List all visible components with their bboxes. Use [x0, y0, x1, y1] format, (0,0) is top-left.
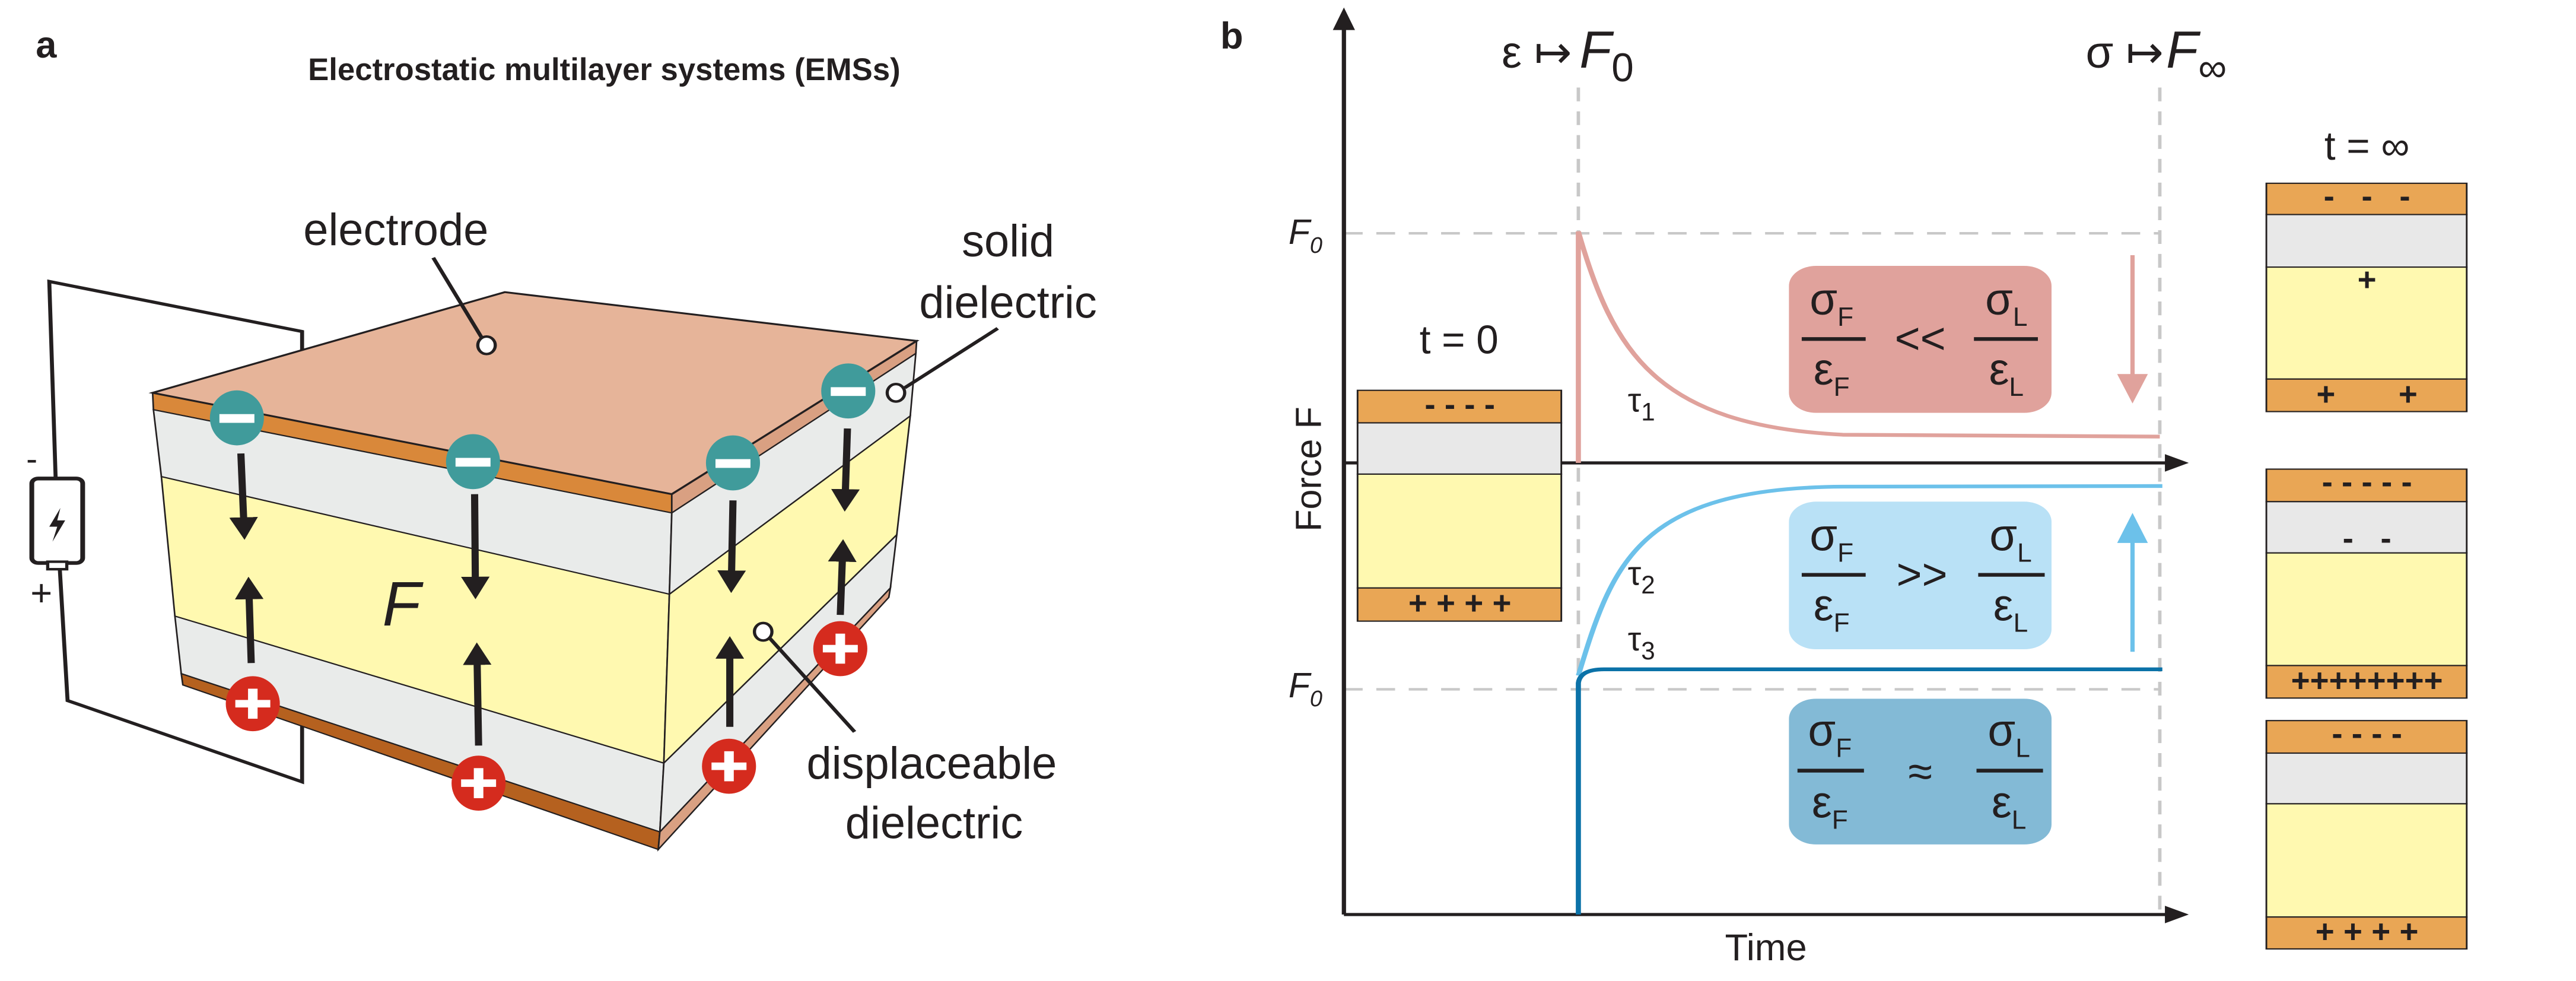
svg-text:+ + + +: + + + + [1408, 585, 1512, 621]
force-arrows [229, 428, 860, 746]
svg-text:σF: σF [1809, 274, 1853, 332]
svg-text:ε ↦F0: ε ↦F0 [1502, 20, 1634, 90]
increase-arrow [2117, 513, 2148, 652]
svg-text:- - - -: - - - - [2332, 715, 2402, 751]
svg-text:F0: F0 [1289, 212, 1322, 258]
displaceable-label-2: dielectric [845, 798, 1023, 848]
negative-charges [209, 363, 876, 491]
battery-minus: - [26, 440, 37, 478]
svg-text:σ ↦F∞: σ ↦F∞ [2085, 20, 2227, 90]
multilayer-block [148, 291, 920, 852]
svg-text:σL: σL [1989, 510, 2031, 568]
svg-text:+ +: + + [2316, 376, 2418, 412]
svg-text:εF: εF [1814, 580, 1850, 638]
strain-map-label: ε ↦F0 [1502, 20, 1634, 90]
solid-label-1: solid [962, 216, 1054, 266]
panel-b: b Force F Time F0 F0 ε ↦F0 σ ↦F∞ τ1 τ2 τ… [1220, 7, 2468, 969]
f0-tick-bottom: F0 [1289, 666, 1322, 712]
svg-text:σL: σL [1985, 274, 2027, 332]
curve-tau1 [1576, 231, 2160, 463]
axes [1332, 7, 2189, 923]
tinf-layer-stack-3: - - - - + + + + [2265, 715, 2468, 950]
t0-layer-stack: - - - - + + + + [1356, 386, 1563, 622]
panel-b-label: b [1220, 15, 1244, 57]
force-label: F [383, 570, 424, 639]
condition-box-greater: σF εF >> σL εL [1789, 501, 2052, 650]
svg-text:+: + [2358, 261, 2377, 298]
displaceable-label-1: displaceable [807, 738, 1057, 789]
svg-text:- - - - -: - - - - - [2322, 463, 2412, 500]
x-axis-label: Time [1725, 927, 1807, 969]
tau2-label: τ2 [1628, 554, 1655, 599]
svg-text:εL: εL [1989, 344, 2024, 402]
svg-text:- -: - - [2343, 519, 2391, 556]
svg-text:+ + + +: + + + + [2316, 913, 2419, 950]
guide-lines [1344, 87, 2162, 913]
svg-text:- - -: - - - [2324, 177, 2410, 214]
tinf-layer-stack-1: - - - + + + [2265, 177, 2468, 412]
svg-text:σF: σF [1809, 510, 1853, 568]
electrode-label: electrode [303, 205, 488, 255]
condition-box-less: σF εF << σL εL [1789, 265, 2052, 413]
battery-plus: + [30, 572, 52, 614]
tau3-label: τ3 [1628, 620, 1655, 665]
svg-text:σF: σF [1808, 705, 1852, 763]
svg-text:εL: εL [1992, 777, 2026, 835]
svg-text:F0: F0 [1289, 666, 1322, 712]
svg-text:σL: σL [1987, 705, 2030, 763]
panel-a-title: Electrostatic multilayer systems (EMSs) [308, 52, 901, 87]
svg-text:++++++++: ++++++++ [2291, 662, 2443, 699]
svg-text:εF: εF [1812, 777, 1848, 835]
battery-icon [29, 477, 85, 571]
solid-label-2: dielectric [919, 277, 1096, 328]
tau1-label: τ1 [1628, 382, 1655, 426]
y-axis-label: Force F [1288, 407, 1328, 532]
tinf-label: t = ∞ [2324, 124, 2410, 169]
leader-lines [431, 257, 999, 733]
t0-label: t = 0 [1420, 318, 1499, 363]
svg-text:εL: εL [1993, 580, 2028, 638]
decrease-arrow [2117, 255, 2148, 404]
svg-text:εF: εF [1814, 344, 1850, 402]
tinf-layer-stack-2: - - - - - - - ++++++++ [2265, 463, 2468, 699]
condition-box-approx: σF εF ≈ σL εL [1789, 699, 2052, 845]
stress-map-label: σ ↦F∞ [2085, 20, 2227, 90]
positive-charges [225, 621, 867, 811]
svg-text:<<: << [1895, 314, 1946, 363]
panel-a-label: a [36, 24, 57, 66]
svg-text:- - - -: - - - - [1424, 386, 1495, 423]
curve-tau3 [1576, 667, 2162, 915]
svg-text:≈: ≈ [1908, 747, 1932, 796]
curve-tau2 [1576, 484, 2162, 677]
panel-a: a Electrostatic multilayer systems (EMSs… [26, 24, 1097, 852]
f0-tick-top: F0 [1289, 212, 1322, 258]
svg-text:>>: >> [1896, 550, 1947, 599]
